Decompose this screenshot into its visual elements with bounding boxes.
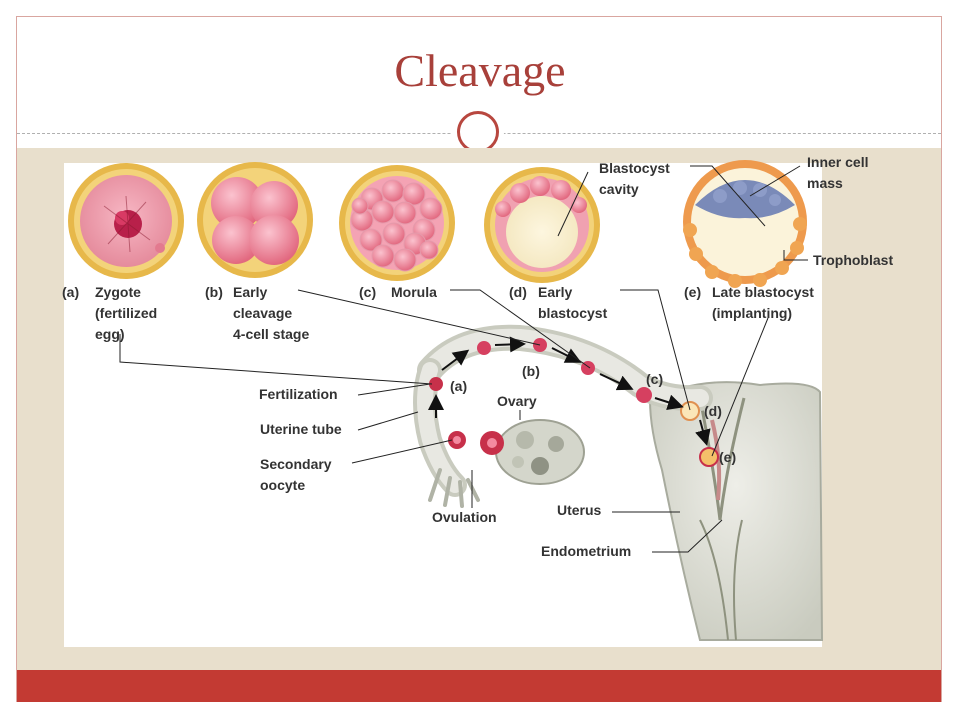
early-blastocyst-illustration <box>484 167 600 283</box>
label-ovary: Ovary <box>497 393 537 409</box>
marker-c: (c) <box>646 371 664 387</box>
label-secondary-oocyte: Secondary oocyte <box>260 456 332 493</box>
slide-title: Cleavage <box>394 45 566 96</box>
label-c-tag: (c) <box>359 284 377 300</box>
zygote-illustration <box>68 163 184 279</box>
label-morula: Morula <box>391 284 437 300</box>
marker-a: (a) <box>450 378 468 394</box>
uterus-illustration <box>648 381 824 641</box>
label-a-tag: (a) <box>62 284 80 300</box>
late-blastocyst-illustration <box>683 160 807 288</box>
migration-arrows <box>428 336 711 446</box>
label-e-tag: (e) <box>684 284 702 300</box>
marker-b: (b) <box>522 363 540 379</box>
label-late-blastocyst: Late blastocyst (implanting) <box>712 284 814 321</box>
footer-bar <box>17 670 941 702</box>
label-ovulation: Ovulation <box>432 509 497 525</box>
label-inner-cell-mass: Inner cell mass <box>807 154 869 191</box>
label-early-blastocyst: Early blastocyst <box>538 284 608 321</box>
ovary-illustration <box>480 419 585 485</box>
leader-lines <box>119 165 808 553</box>
morula-illustration <box>339 165 455 281</box>
uterine-tube-illustration <box>413 324 713 508</box>
label-d-tag: (d) <box>509 284 527 300</box>
label-uterus: Uterus <box>557 502 602 518</box>
label-trophoblast: Trophoblast <box>813 252 894 268</box>
label-blastocyst-cavity: Blastocyst cavity <box>599 160 670 197</box>
marker-e: (e) <box>719 449 737 465</box>
label-endometrium: Endometrium <box>541 543 632 559</box>
label-b-tag: (b) <box>205 284 223 300</box>
label-early-cleavage: Early cleavage 4-cell stage <box>233 284 310 342</box>
four-cell-embryo-illustration <box>197 162 313 278</box>
label-fertilization: Fertilization <box>259 386 338 402</box>
marker-d: (d) <box>704 403 722 419</box>
label-uterine-tube: Uterine tube <box>260 421 342 437</box>
label-zygote: Zygote (fertilized egg) <box>95 284 158 342</box>
